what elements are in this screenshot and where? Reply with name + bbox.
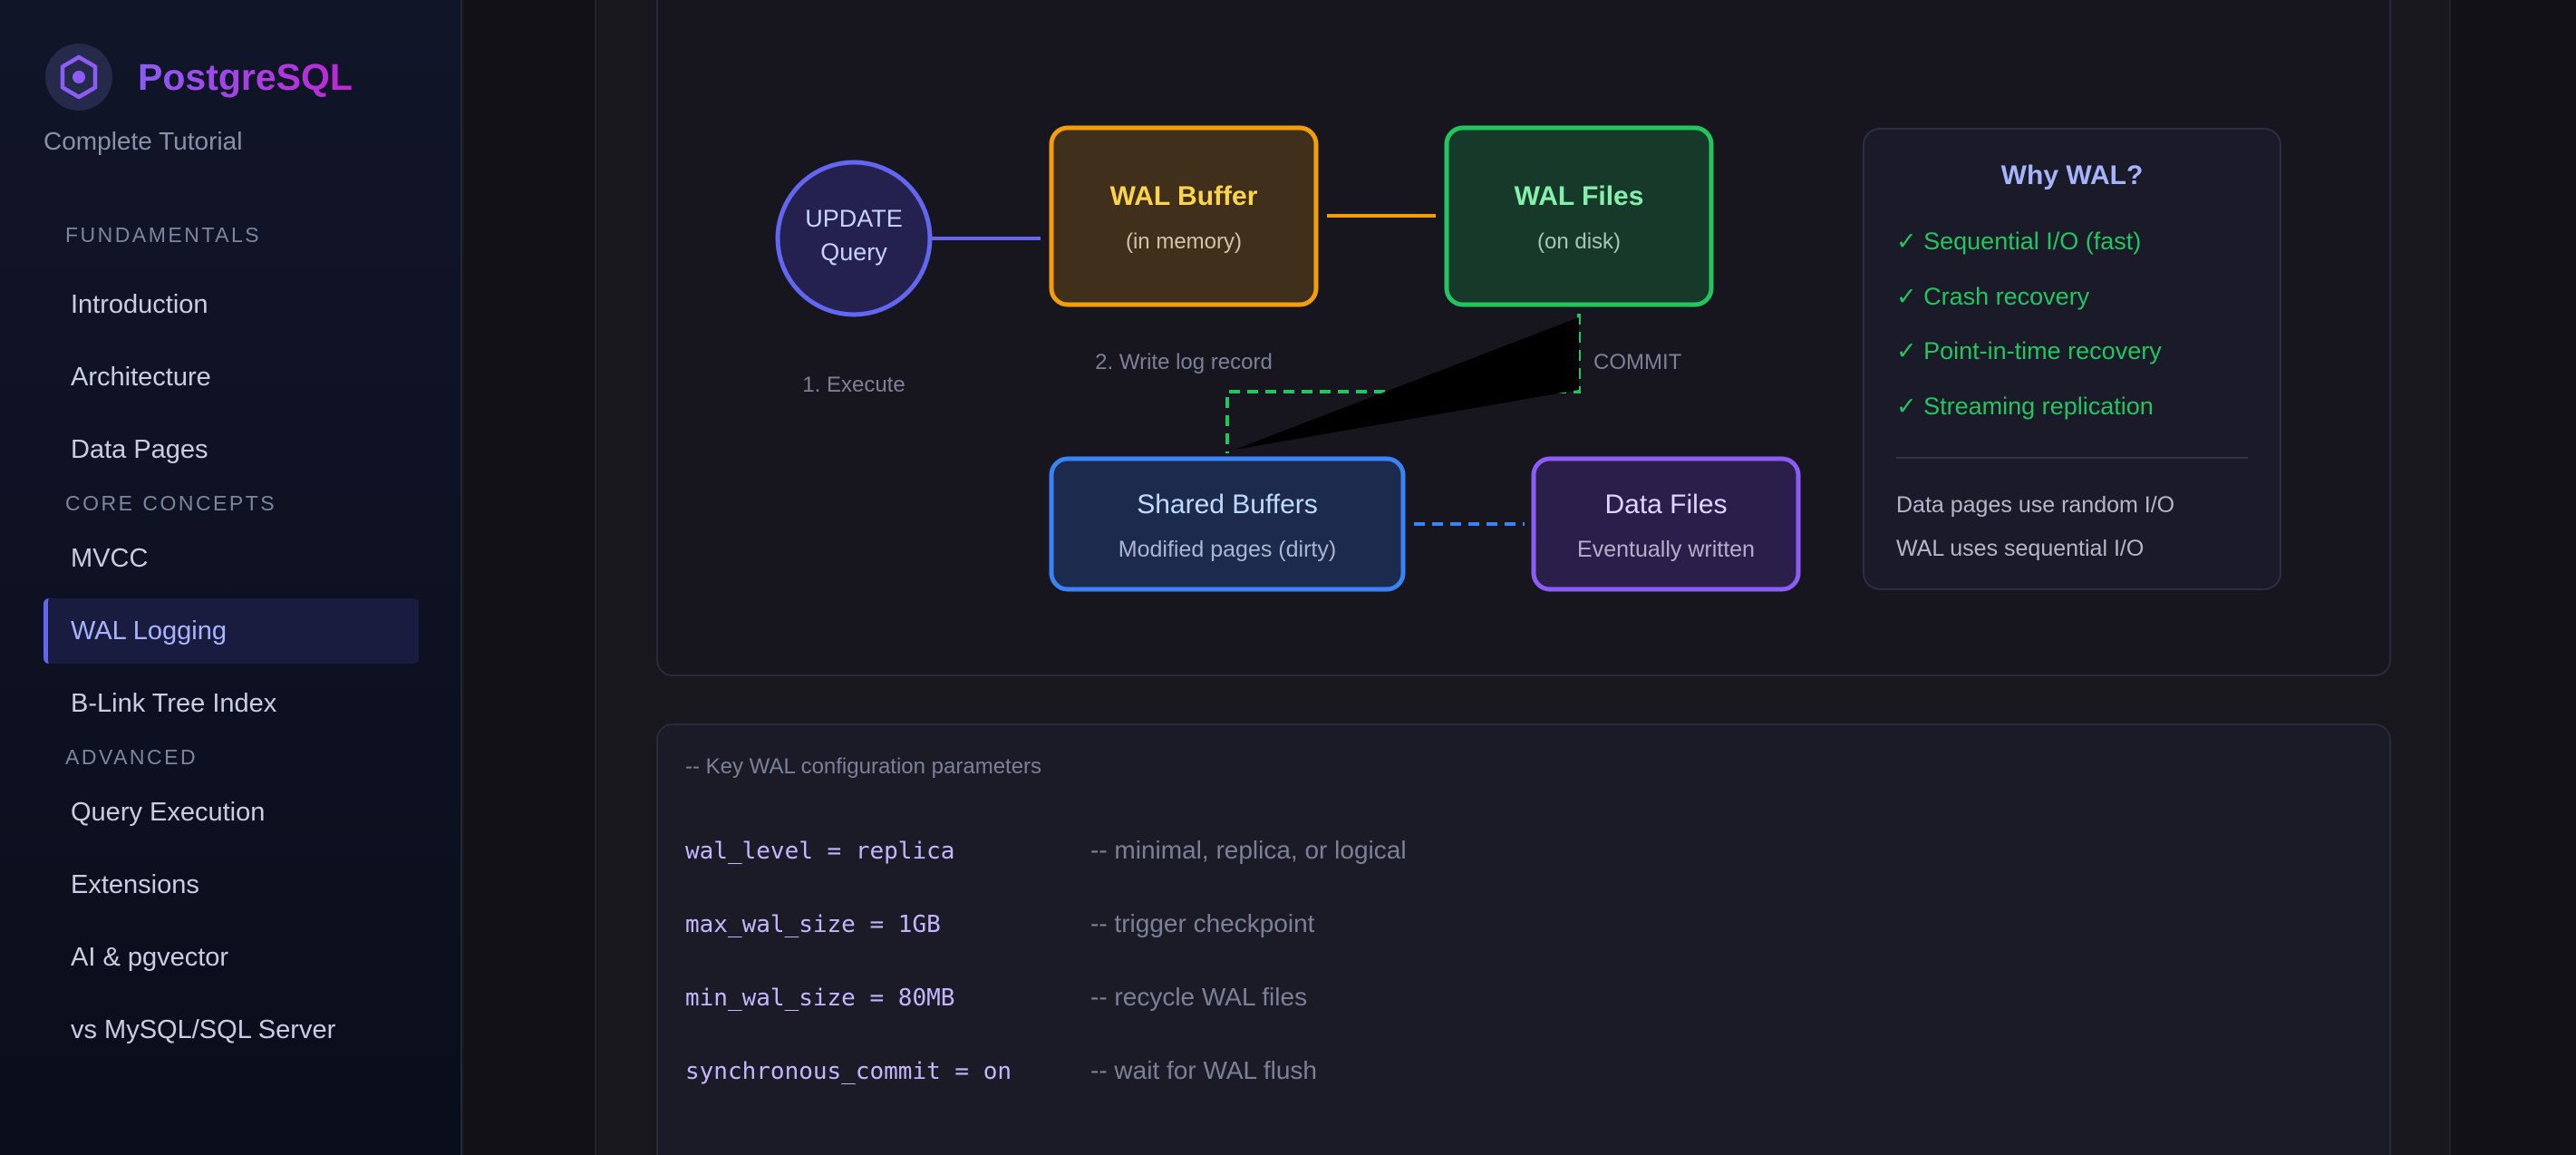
sidebar-item-wal-logging[interactable]: WAL Logging: [44, 598, 419, 664]
code-note-synchronous-commit: -- wait for WAL flush: [1090, 1056, 1317, 1084]
update-query-node: UPDATE Query: [775, 160, 933, 317]
data-files-title: Data Files: [1604, 490, 1727, 519]
benefit-sequential-io: ✓ Sequential I/O (fast): [1896, 228, 2141, 255]
note-sequential-io: WAL uses sequential I/O: [1896, 536, 2144, 561]
code-note-wal-level: -- minimal, replica, or logical: [1090, 836, 1407, 864]
sidebar-item-data-pages[interactable]: Data Pages: [71, 434, 208, 464]
code-param-max-wal-size: max_wal_size = 1GB: [685, 911, 941, 938]
update-node-line2: Query: [820, 238, 887, 266]
nav-section-advanced: ADVANCED: [65, 745, 199, 769]
wal-files-title: WAL Files: [1515, 181, 1644, 211]
code-param-min-wal-size: min_wal_size = 80MB: [685, 985, 955, 1012]
benefit-crash-recovery: ✓ Crash recovery: [1896, 283, 2090, 310]
sidebar-item-query-execution[interactable]: Query Execution: [71, 797, 266, 827]
step-commit-label: COMMIT: [1593, 350, 1682, 374]
step-execute-label: 1. Execute: [802, 373, 905, 397]
main-gutter-left: [464, 0, 595, 1155]
note-random-io: Data pages use random I/O: [1896, 492, 2174, 518]
why-wal-card: Why WAL? ✓ Sequential I/O (fast) ✓ Crash…: [1863, 128, 2281, 590]
sidebar-item-introduction[interactable]: Introduction: [71, 289, 208, 319]
sidebar-item-vs-mysql-sqlserver[interactable]: vs MySQL/SQL Server: [71, 1014, 336, 1044]
shared-buffers-sub: Modified pages (dirty): [1119, 537, 1336, 562]
wal-files-node: WAL Files (on disk): [1444, 125, 1714, 307]
brand-name: PostgreSQL: [138, 55, 353, 98]
brand[interactable]: PostgreSQL: [45, 44, 353, 111]
sidebar-item-mvcc[interactable]: MVCC: [71, 543, 149, 573]
nav-section-fundamentals: FUNDAMENTALS: [65, 223, 262, 247]
shared-buffers-node: Shared Buffers Modified pages (dirty): [1049, 456, 1406, 592]
sidebar-item-architecture[interactable]: Architecture: [71, 362, 211, 392]
sidebar-item-extensions[interactable]: Extensions: [71, 869, 199, 899]
code-heading-comment: -- Key WAL configuration parameters: [685, 754, 1042, 779]
wal-config-code-block: [656, 723, 2391, 1155]
nav-section-core-concepts: CORE CONCEPTS: [65, 491, 277, 515]
data-files-node: Data Files Eventually written: [1531, 456, 1801, 592]
sidebar-item-blink-tree-index[interactable]: B-Link Tree Index: [71, 688, 277, 718]
code-param-wal-level: wal_level = replica: [685, 838, 955, 865]
brand-subtitle: Complete Tutorial: [44, 127, 243, 155]
wal-files-sub: (on disk): [1537, 229, 1621, 254]
benefit-streaming-replication: ✓ Streaming replication: [1896, 393, 2154, 420]
shared-buffers-title: Shared Buffers: [1137, 490, 1318, 519]
hexagon-logo-icon: [45, 44, 112, 111]
code-param-synchronous-commit: synchronous_commit = on: [685, 1058, 1012, 1085]
main-gutter-right: [2451, 0, 2576, 1155]
code-note-min-wal-size: -- recycle WAL files: [1090, 983, 1308, 1011]
wal-buffer-sub: (in memory): [1126, 229, 1242, 254]
update-node-line1: UPDATE: [805, 205, 903, 232]
data-files-sub: Eventually written: [1577, 537, 1755, 562]
benefit-pitr: ✓ Point-in-time recovery: [1896, 337, 2162, 364]
wal-buffer-title: WAL Buffer: [1110, 181, 1258, 211]
why-wal-title: Why WAL?: [2001, 160, 2144, 190]
sidebar-item-ai-pgvector[interactable]: AI & pgvector: [71, 942, 229, 972]
code-note-max-wal-size: -- trigger checkpoint: [1090, 909, 1315, 937]
black-wedge-shape: [1235, 317, 1579, 450]
step-write-log-label: 2. Write log record: [1095, 350, 1273, 374]
sidebar: PostgreSQL Complete Tutorial FUNDAMENTAL…: [0, 0, 462, 1155]
wal-buffer-node: WAL Buffer (in memory): [1049, 125, 1319, 307]
